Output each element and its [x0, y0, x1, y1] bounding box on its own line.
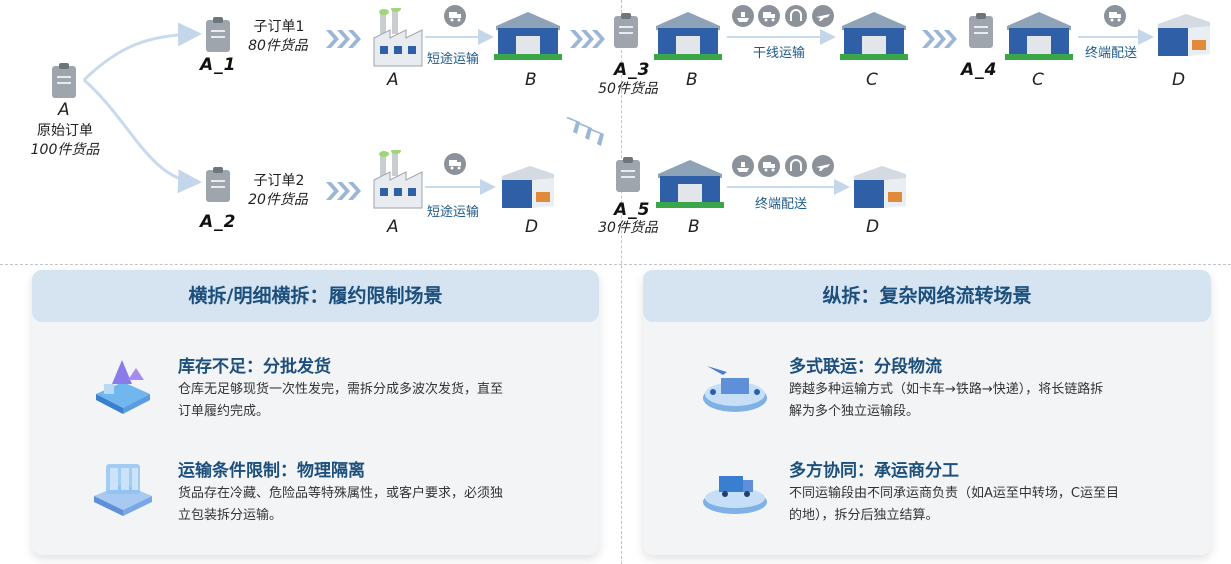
edge-label-4: 终端配送	[1085, 46, 1138, 61]
sub3-code: A_3	[614, 60, 651, 80]
right-item-1-desc-2: 解为多个独立运输段。	[789, 404, 920, 419]
rail-icon	[785, 155, 807, 177]
edge-label-1: 短途运输	[427, 52, 480, 67]
edge-label-2: 短途运输	[427, 205, 480, 220]
right-item-2-title: 多方协同：承运商分工	[789, 461, 959, 481]
clipboard-icon	[614, 13, 638, 48]
right-item-1-title: 多式联运：分段物流	[789, 357, 942, 377]
split-curve-bottom	[83, 78, 202, 194]
depot-icon	[854, 166, 906, 208]
root-title: 原始订单	[37, 123, 93, 139]
isolation-box-icon	[94, 464, 152, 516]
clipboard-icon	[616, 157, 640, 192]
factory-icon	[373, 8, 423, 67]
horizontal-separator	[0, 264, 1231, 265]
truck-icon	[1104, 5, 1126, 27]
left-item-1-desc-2: 订单履约完成。	[178, 404, 270, 419]
ship-icon	[732, 155, 754, 177]
left-card: 横拆/明细横拆：履约限制场景 库存不足：分批发货 仓库无足够现货一次性发完，需拆…	[32, 270, 599, 555]
warehouse-icon	[494, 12, 562, 60]
warehouse-icon	[840, 12, 908, 60]
node-c3: C	[866, 70, 878, 90]
edge-label-5: 终端配送	[755, 197, 808, 212]
sub2-qty: 20件货品	[248, 192, 308, 208]
right-card-title: 纵拆：复杂网络流转场景	[643, 270, 1211, 322]
chevrons-3	[922, 30, 957, 48]
split-curve-top	[82, 22, 202, 82]
truck-icon	[758, 155, 780, 177]
chevrons-1	[326, 30, 361, 48]
vertical-separator	[621, 0, 622, 564]
clipboard-icon	[206, 167, 230, 202]
node-c4: C	[1032, 70, 1044, 90]
plane-icon	[812, 5, 834, 27]
sub4-code: A_4	[961, 60, 998, 80]
left-item-2-desc-2: 立包装拆分运输。	[178, 508, 283, 523]
node-d4: D	[1172, 70, 1186, 90]
node-a2: A	[387, 217, 399, 237]
warehouse-icon	[654, 12, 722, 60]
rail-icon	[785, 5, 807, 27]
warehouse-icon	[656, 160, 724, 208]
sub5-code: A_5	[614, 200, 651, 220]
truck-icon	[444, 153, 466, 175]
sub1-title: 子订单1	[253, 19, 305, 35]
node-b3: B	[686, 70, 698, 90]
node-a1: A	[387, 70, 399, 90]
left-item-2-desc-1: 货品存在冷藏、危险品等特殊属性，或客户要求，必须独	[178, 486, 504, 501]
chevrons-2	[570, 30, 605, 48]
left-item-2-title: 运输条件限制：物理隔离	[178, 461, 365, 481]
ship-icon	[732, 5, 754, 27]
sub1-code: A_1	[200, 55, 237, 75]
flow-connectors	[82, 22, 1154, 200]
right-item-2-desc-2: 的地），拆分后独立结算。	[789, 508, 939, 523]
carrier-truck-icon	[703, 476, 767, 514]
chevrons-diagonal	[566, 117, 604, 146]
sub1-qty: 80件货品	[248, 38, 308, 54]
node-b1: B	[525, 70, 537, 90]
plane-icon	[812, 155, 834, 177]
inventory-icon	[96, 360, 150, 414]
sub2-code: A_2	[200, 212, 237, 232]
right-item-2-desc-1: 不同运输段由不同承运商负责（如A运至中转场，C运至目	[789, 486, 1119, 501]
depot-icon	[1158, 14, 1210, 56]
root-qty: 100件货品	[30, 142, 100, 158]
sub2-title: 子订单2	[253, 173, 305, 189]
right-item-1-desc-1: 跨越多种运输方式（如卡车→铁路→快递），将长链路拆	[789, 382, 1104, 397]
right-card: 纵拆：复杂网络流转场景 多式联运：分段物流 跨越多种运输方式（如卡车→铁路→快递…	[643, 270, 1211, 555]
left-item-1-desc-1: 仓库无足够现货一次性发完，需拆分成多波次发货，直至	[178, 382, 504, 397]
clipboard-icon	[969, 13, 993, 48]
factory-icon	[373, 150, 423, 209]
sub5-qty: 30件货品	[598, 220, 658, 236]
node-d5: D	[866, 217, 880, 237]
left-item-1-title: 库存不足：分批发货	[178, 357, 331, 377]
depot-icon	[502, 166, 554, 208]
left-card-title: 横拆/明细横拆：履约限制场景	[32, 270, 599, 322]
truck-icon	[758, 5, 780, 27]
clipboard-icon	[206, 17, 230, 52]
node-b5: B	[688, 217, 700, 237]
clipboard-icon	[52, 63, 76, 98]
warehouse-icon	[1005, 12, 1073, 60]
truck-icon	[444, 5, 466, 27]
multimodal-hub-icon	[703, 366, 767, 412]
root-code: A	[58, 100, 70, 120]
edge-label-3: 干线运输	[753, 46, 806, 61]
chevrons-4	[326, 182, 361, 200]
sub3-qty: 50件货品	[598, 81, 658, 97]
node-d2: D	[525, 217, 539, 237]
